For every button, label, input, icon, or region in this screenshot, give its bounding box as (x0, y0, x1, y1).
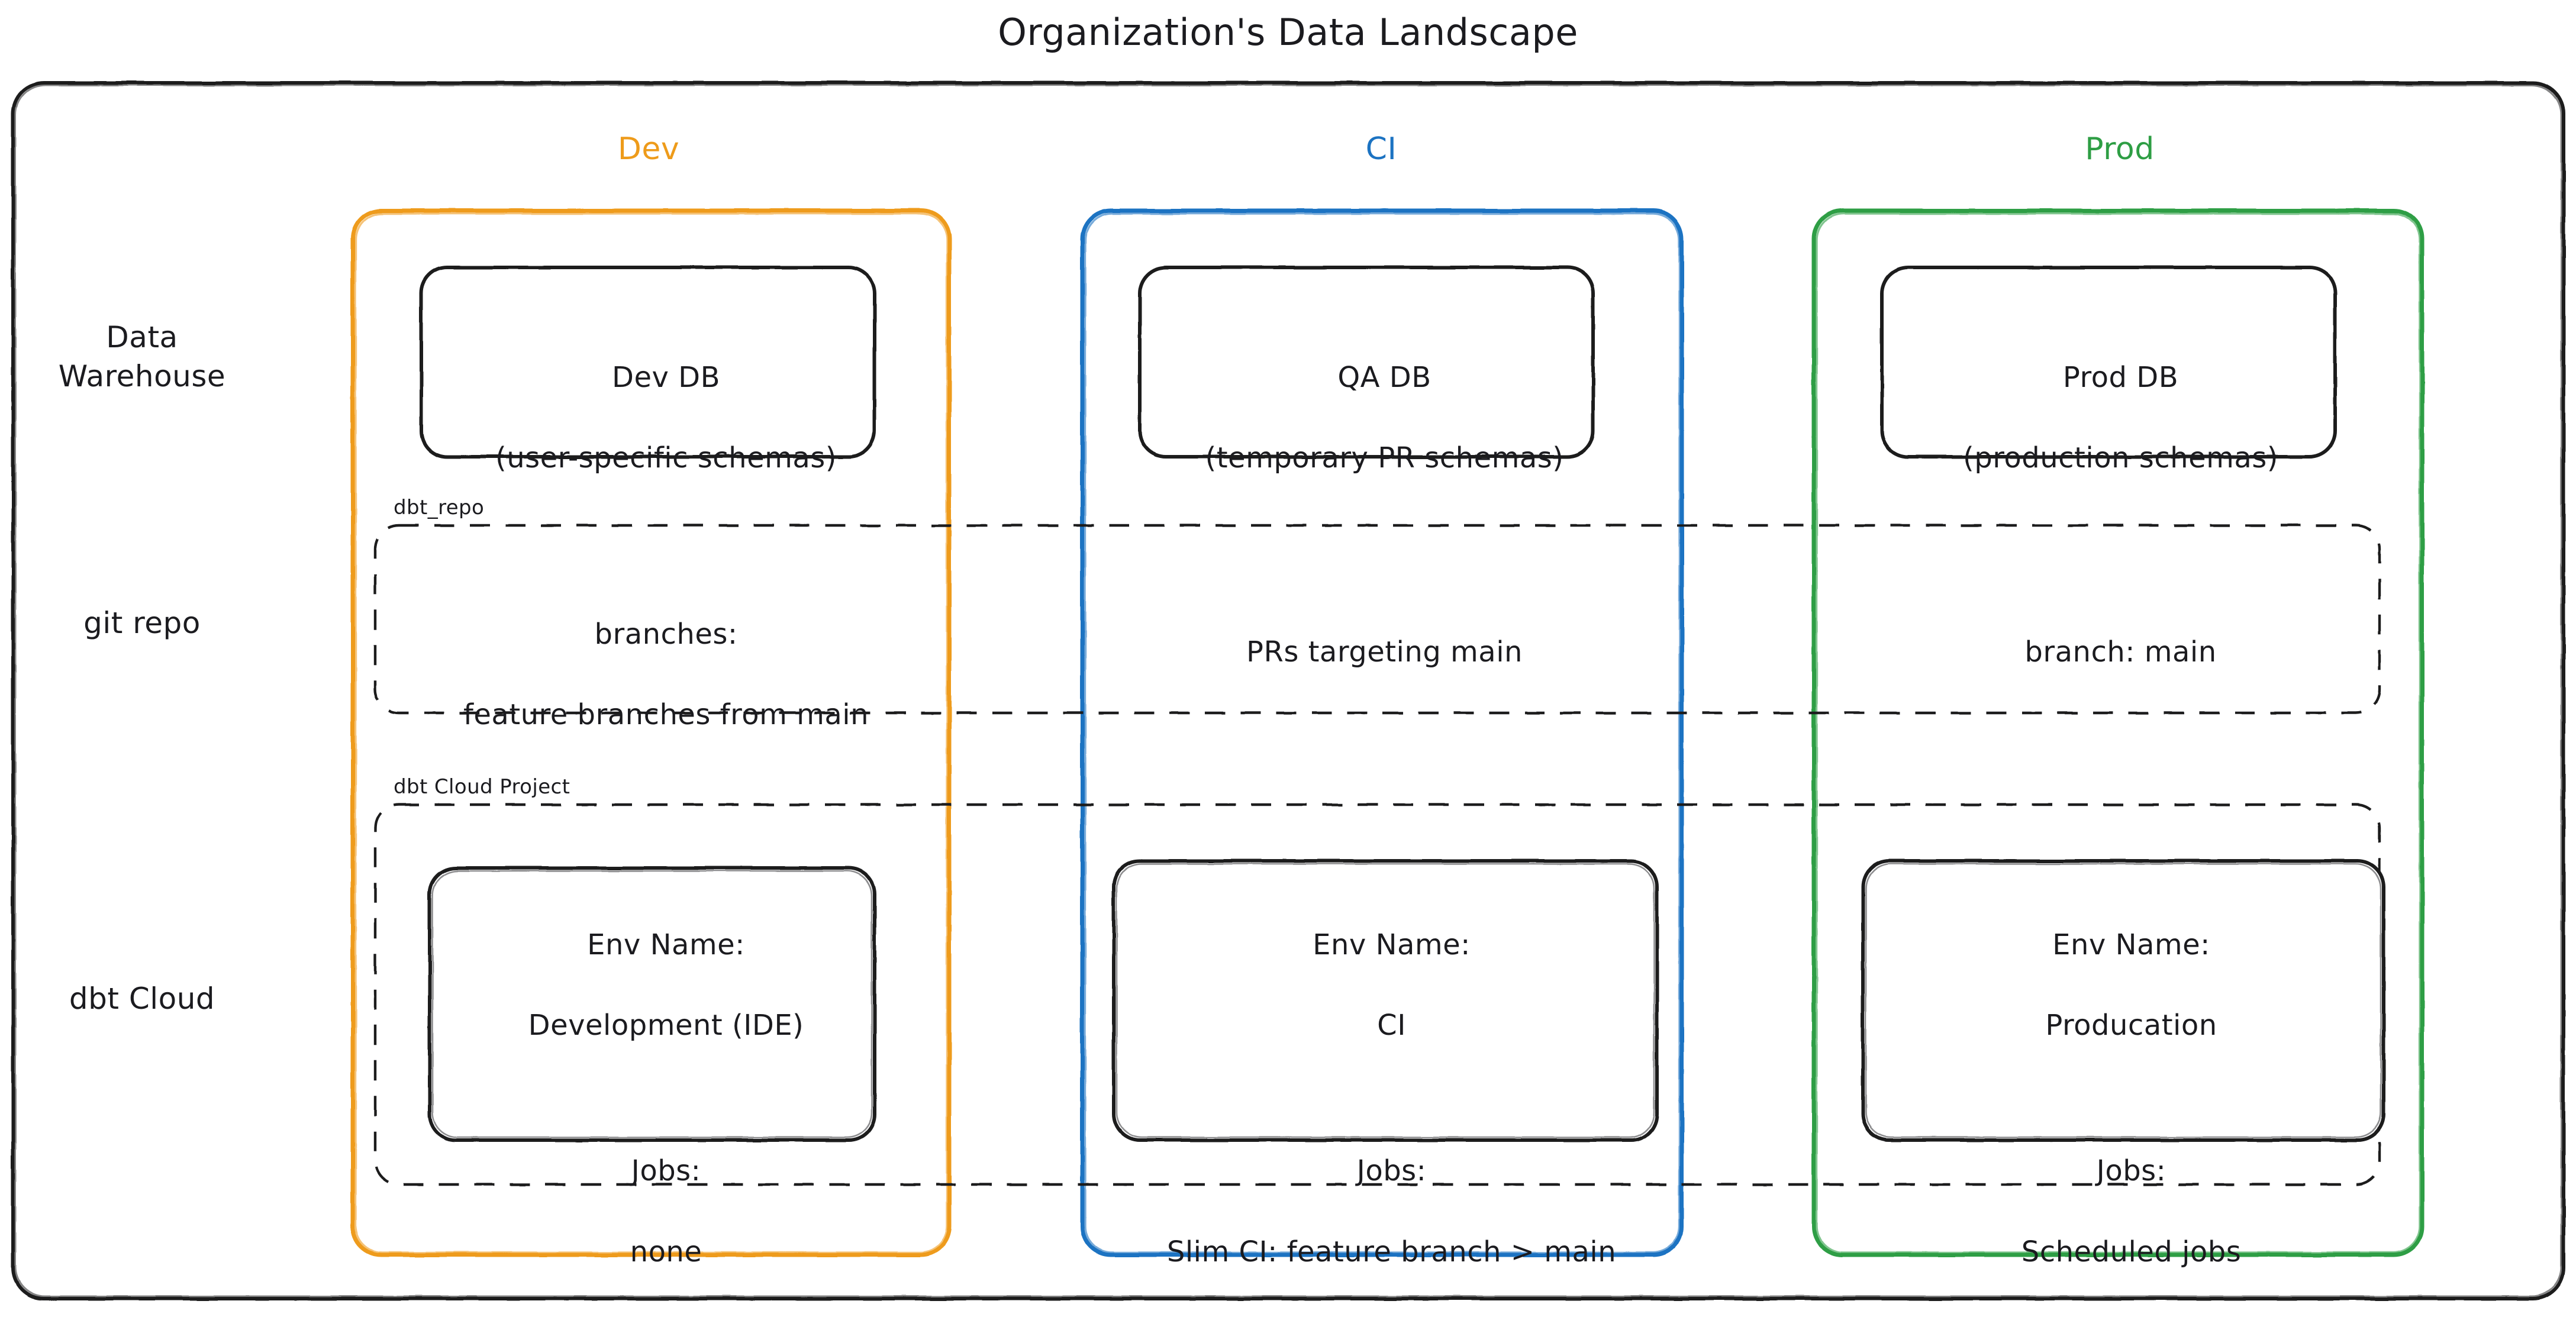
cell-dw-ci-line1: QA DB (1337, 361, 1432, 395)
cell-cloud-prod-jobs-label: Jobs: (2096, 1154, 2166, 1188)
group-caption-dbt-repo: dbt_repo (394, 496, 485, 519)
cell-git-ci-line1: PRs targeting main (1246, 635, 1523, 669)
cell-cloud-dev: Env Name: Development (IDE) Jobs: none (418, 885, 877, 1312)
cell-cloud-dev-jobs-value: none (630, 1235, 702, 1268)
cell-cloud-ci: Env Name: CI Jobs: Slim CI: feature bran… (1101, 885, 1645, 1312)
cell-cloud-ci-jobs-label: Jobs: (1356, 1154, 1427, 1188)
cell-cloud-prod-jobs-value: Scheduled jobs (2021, 1235, 2242, 1268)
spacer (418, 1086, 877, 1111)
column-header-dev: Dev (617, 131, 680, 167)
row-label-data-warehouse: Data Warehouse (58, 320, 226, 393)
cell-cloud-dev-env-label: Env Name: (587, 928, 745, 962)
cell-dw-ci: QA DB (temporary PR schemas) (1136, 317, 1595, 519)
cell-git-prod: branch: main (1872, 592, 2332, 712)
cell-git-dev-line1: branches: (594, 618, 738, 651)
cell-git-prod-line1: branch: main (2024, 635, 2217, 669)
cell-cloud-prod-env-label: Env Name: (2052, 928, 2210, 962)
cell-cloud-dev-jobs-label: Jobs: (631, 1154, 701, 1188)
cell-cloud-ci-env-label: Env Name: (1313, 928, 1471, 962)
group-caption-dbt-project: dbt Cloud Project (394, 775, 570, 799)
cell-git-dev: branches: feature branches from main (418, 574, 877, 776)
cell-cloud-prod-env-value: Producation (2045, 1009, 2217, 1042)
cell-dw-dev-line2: (user-specific schemas) (495, 441, 837, 475)
cell-git-dev-line2: feature branches from main (463, 698, 869, 732)
cell-cloud-ci-jobs-value: Slim CI: feature branch > main (1166, 1235, 1617, 1268)
spacer (1101, 1086, 1645, 1111)
cell-cloud-prod: Env Name: Producation Jobs: Scheduled jo… (1846, 885, 2379, 1312)
row-label-dbt-cloud: dbt Cloud (69, 982, 215, 1016)
cell-git-ci: PRs targeting main (1136, 592, 1595, 712)
cell-dw-dev-line1: Dev DB (611, 361, 721, 395)
page-title: Organization's Data Landscape (998, 11, 1578, 54)
cell-cloud-ci-env-value: CI (1377, 1009, 1406, 1042)
cell-dw-prod: Prod DB (production schemas) (1872, 317, 2332, 519)
row-label-git-repo: git repo (83, 606, 201, 640)
cell-dw-dev: Dev DB (user-specific schemas) (418, 317, 877, 519)
cell-dw-ci-line2: (temporary PR schemas) (1205, 441, 1564, 475)
column-header-ci: CI (1365, 131, 1397, 167)
column-header-prod: Prod (2085, 131, 2155, 167)
spacer (1846, 1086, 2379, 1111)
cell-cloud-dev-env-value: Development (IDE) (528, 1009, 804, 1042)
cell-dw-prod-line1: Prod DB (2062, 361, 2179, 395)
cell-dw-prod-line2: (production schemas) (1963, 441, 2278, 475)
